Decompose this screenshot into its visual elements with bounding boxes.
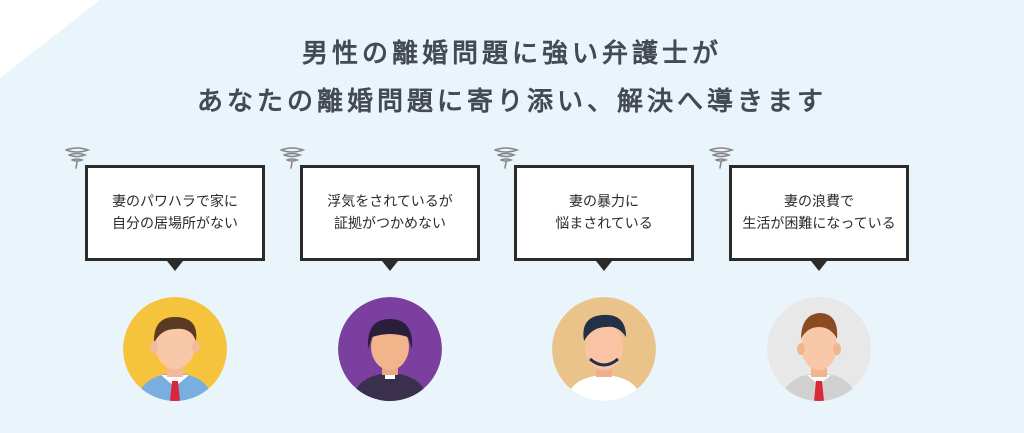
section-headline: 男性の離婚問題に強い弁護士が あなたの離婚問題に寄り添い、解決へ導きます — [0, 30, 1024, 126]
bubble-line: 妻の浪費で — [784, 194, 854, 210]
speech-bubble: 妻の浪費で 生活が困難になっている — [729, 165, 909, 261]
worry-card: 妻の暴力に 悩まされている — [494, 145, 714, 405]
bubble-line: 妻の暴力に — [569, 194, 639, 210]
bubble-line: 悩まされている — [555, 216, 653, 232]
worry-scribble-icon — [494, 147, 520, 169]
bubble-line: 証拠がつかめない — [334, 216, 446, 232]
speech-bubble-tail — [382, 261, 398, 271]
worry-scribble-icon — [709, 147, 735, 169]
speech-bubble-tail — [167, 261, 183, 271]
bubble-line: 自分の居場所がない — [112, 216, 238, 232]
avatar — [338, 297, 442, 401]
speech-bubble: 妻の暴力に 悩まされている — [514, 165, 694, 261]
headline-line-2: あなたの離婚問題に寄り添い、解決へ導きます — [196, 87, 827, 117]
speech-bubble-tail — [811, 261, 827, 271]
speech-bubble: 浮気をされているが 証拠がつかめない — [300, 165, 480, 261]
avatar — [552, 297, 656, 401]
worry-card: 妻のパワハラで家に 自分の居場所がない — [65, 145, 285, 405]
avatar — [767, 297, 871, 401]
avatar — [123, 297, 227, 401]
corner-decoration — [0, 0, 100, 78]
worry-scribble-icon — [65, 147, 91, 169]
headline-line-1: 男性の離婚問題に強い弁護士が — [301, 39, 722, 69]
bubble-line: 妻のパワハラで家に — [112, 194, 238, 210]
worry-card: 浮気をされているが 証拠がつかめない — [280, 145, 500, 405]
speech-bubble: 妻のパワハラで家に 自分の居場所がない — [85, 165, 265, 261]
bubble-line: 生活が困難になっている — [742, 216, 896, 232]
speech-bubble-tail — [596, 261, 612, 271]
worry-scribble-icon — [280, 147, 306, 169]
bubble-line: 浮気をされているが — [327, 194, 453, 210]
worry-card: 妻の浪費で 生活が困難になっている — [709, 145, 929, 405]
